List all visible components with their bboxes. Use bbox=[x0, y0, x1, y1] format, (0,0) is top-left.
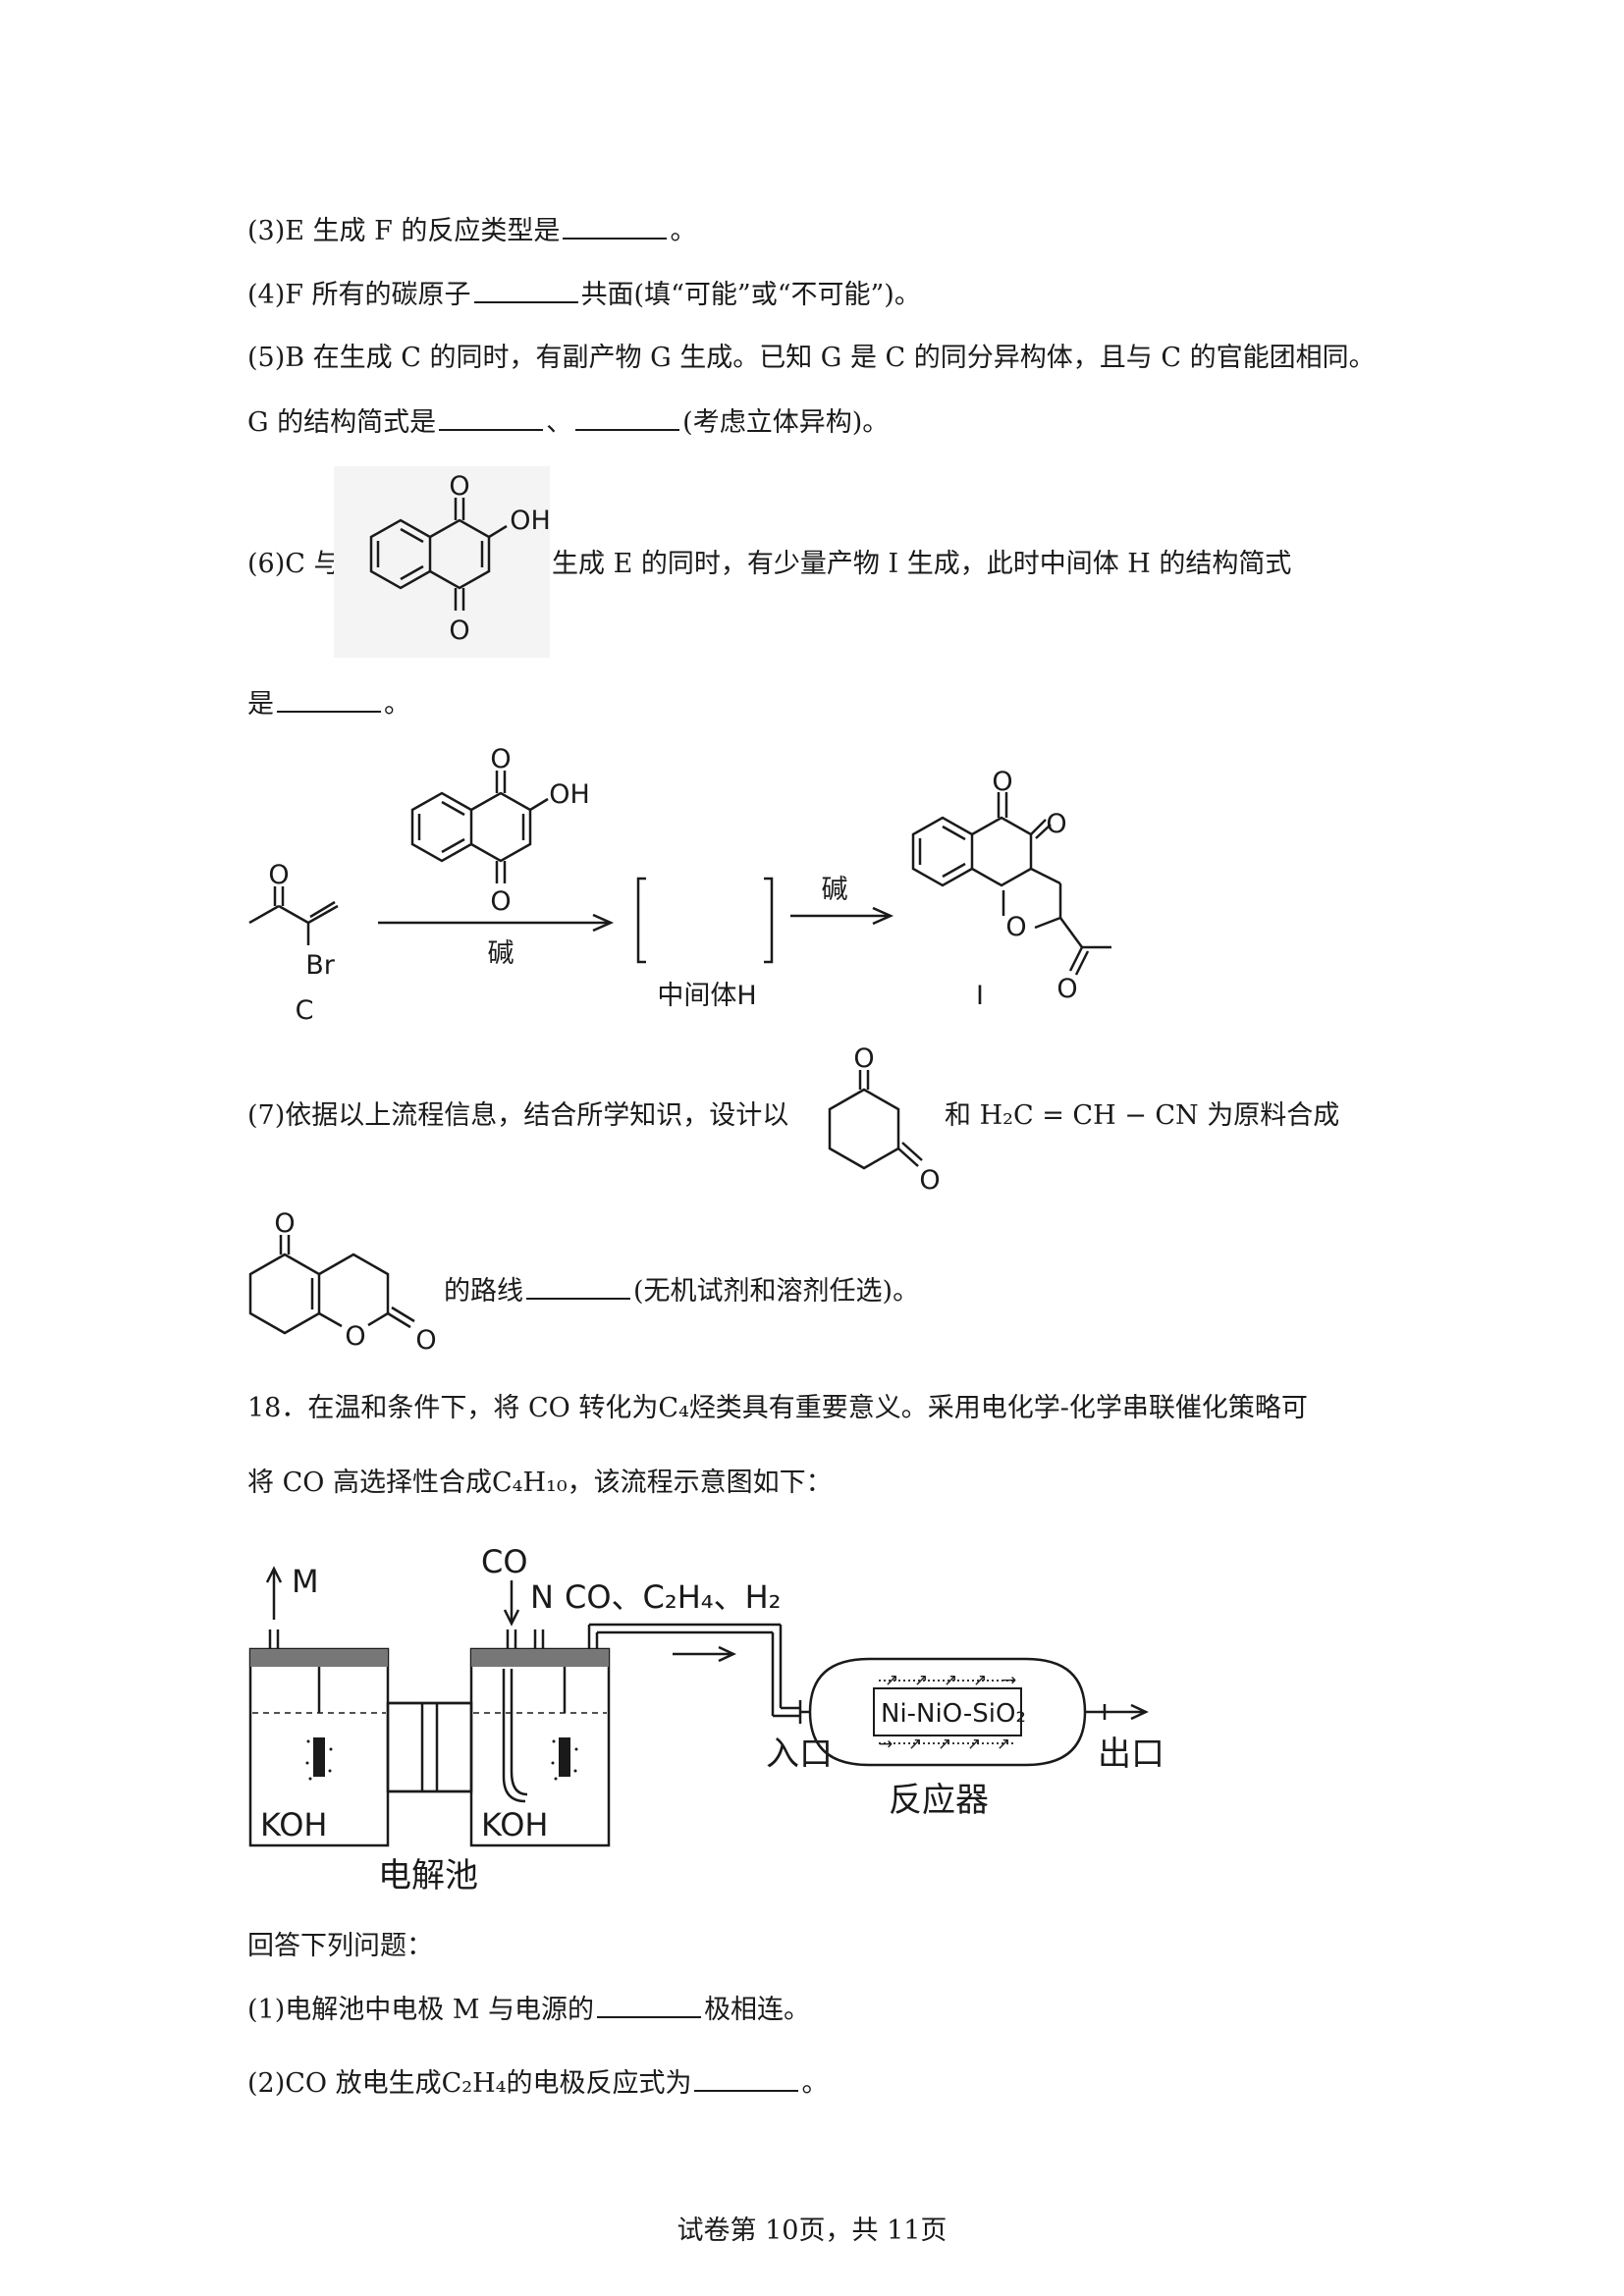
svg-text:↗: ↗ bbox=[938, 1735, 951, 1754]
answer-blank[interactable] bbox=[597, 1993, 702, 2018]
answer-blank[interactable] bbox=[473, 278, 578, 303]
oxygen-label: O bbox=[274, 1208, 295, 1239]
answer-blank[interactable] bbox=[563, 214, 668, 240]
svg-text:→: → bbox=[879, 1735, 893, 1754]
hydroxynaphthoquinone-structure: O O OH bbox=[334, 466, 550, 658]
koh-label: KOH bbox=[481, 1806, 548, 1843]
reaction-scheme: O Br C O O OH 碱 中间体H 碱 O O O O I bbox=[248, 744, 1111, 1026]
bromine-label: Br bbox=[305, 950, 336, 981]
base-label: 碱 bbox=[488, 938, 514, 969]
answer-blank[interactable] bbox=[439, 405, 544, 431]
svg-text:↗: ↗ bbox=[997, 1735, 1010, 1754]
oxygen-label: O bbox=[345, 1321, 365, 1352]
catalyst-label: Ni-NiO-SiO₂ bbox=[881, 1699, 1026, 1729]
oxygen-label: O bbox=[919, 1165, 940, 1196]
oxygen-label: O bbox=[1005, 912, 1026, 942]
page-footer: 试卷第 10页，共 11页 bbox=[677, 2216, 947, 2246]
electrode-m-label: M bbox=[292, 1563, 319, 1600]
svg-text:↗: ↗ bbox=[914, 1671, 928, 1690]
oxygen-label: O bbox=[853, 1043, 874, 1074]
electrode-cap bbox=[471, 1649, 609, 1667]
svg-text:↗: ↗ bbox=[973, 1671, 987, 1690]
question-7-prefix: (7)依据以上流程信息，结合所学知识，设计以 bbox=[247, 1100, 789, 1131]
outlet-label: 出口 bbox=[1098, 1735, 1164, 1774]
formula-c2h4: C₂H₄ bbox=[441, 2068, 507, 2099]
oxygen-label: O bbox=[490, 886, 511, 917]
oxygen-label: O bbox=[1056, 974, 1077, 1004]
compound-c-label: C bbox=[296, 995, 314, 1026]
electrolysis-reactor-diagram: ↗ ↗ ↗ ↗ → → ↗ ↗ ↗ ↗ M CO N CO、C₂H₄、H₂ KOH KOH 电解… bbox=[248, 1543, 1164, 1896]
formula-c4h10: C₄H₁₀ bbox=[491, 1468, 568, 1498]
question-3: (3)E 生成 F 的反应类型是。 bbox=[247, 214, 697, 246]
svg-text:↗: ↗ bbox=[944, 1671, 957, 1690]
svg-text:↗: ↗ bbox=[967, 1735, 981, 1754]
svg-text:→: → bbox=[1002, 1671, 1016, 1690]
electrode-n bbox=[559, 1737, 570, 1777]
electrode-n-label: N bbox=[530, 1578, 554, 1616]
answer-blank[interactable] bbox=[575, 405, 680, 431]
question-6-text: 生成 E 的同时，有少量产物 I 生成，此时中间体 H 的结构简式 bbox=[552, 549, 1292, 579]
question-18-1: (1)电解池中电极 M 与电源的极相连。 bbox=[247, 1993, 811, 2025]
oxygen-label: O bbox=[1046, 809, 1066, 839]
koh-label: KOH bbox=[260, 1806, 327, 1843]
question-18-2: (2)CO 放电生成C₂H₄的电极反应式为。 bbox=[247, 2066, 829, 2099]
target-product-structure: O O O bbox=[248, 1208, 437, 1356]
electrode-cap bbox=[250, 1649, 388, 1667]
base-label: 碱 bbox=[822, 875, 848, 905]
question-18-line1: 18．在温和条件下，将 CO 转化为C₄烃类具有重要意义。采用电化学-化学串联催… bbox=[247, 1393, 1308, 1423]
reactor-label: 反应器 bbox=[889, 1781, 989, 1820]
oxygen-label: O bbox=[490, 744, 511, 774]
gas-mixture-label: CO、C₂H₄、H₂ bbox=[565, 1578, 782, 1616]
inlet-label: 入口 bbox=[766, 1735, 833, 1774]
answer-prompt: 回答下列问题： bbox=[247, 1931, 433, 1961]
hydroxyl-label: OH bbox=[549, 779, 590, 810]
answer-blank[interactable] bbox=[526, 1274, 630, 1300]
question-6-line2: 是。 bbox=[247, 687, 410, 720]
question-5-line2: G 的结构简式是、(考虑立体异构)。 bbox=[247, 405, 890, 438]
question-4: (4)F 所有的碳原子共面(填“可能”或“不可能”)。 bbox=[247, 278, 921, 310]
question-18-line2: 将 CO 高选择性合成C₄H₁₀，该流程示意图如下： bbox=[247, 1468, 833, 1498]
electrolytic-cell-label: 电解池 bbox=[378, 1856, 478, 1896]
svg-text:↗: ↗ bbox=[885, 1671, 898, 1690]
formula-c4: C₄ bbox=[658, 1393, 689, 1423]
question-6-prefix: (6)C 与 bbox=[247, 549, 341, 579]
cyclohexanedione-structure: O O bbox=[828, 1043, 941, 1196]
oxygen-label: O bbox=[449, 615, 469, 646]
oxygen-label: O bbox=[449, 471, 469, 502]
co-inlet-label: CO bbox=[481, 1543, 528, 1580]
acrylonitrile-formula: H₂C = CH − CN bbox=[979, 1100, 1199, 1131]
oxygen-label: O bbox=[992, 767, 1012, 797]
svg-text:↗: ↗ bbox=[908, 1735, 922, 1754]
product-i-label: I bbox=[976, 981, 984, 1011]
oxygen-label: O bbox=[415, 1325, 436, 1356]
hydroxyl-label: OH bbox=[510, 506, 550, 536]
answer-blank[interactable] bbox=[277, 687, 381, 713]
oxygen-label: O bbox=[268, 860, 289, 890]
intermediate-h-label: 中间体H bbox=[657, 981, 756, 1011]
electrode-m bbox=[313, 1737, 325, 1777]
question-5-line1: (5)B 在生成 C 的同时，有副产物 G 生成。已知 G 是 C 的同分异构体… bbox=[247, 343, 1376, 373]
answer-blank[interactable] bbox=[694, 2066, 799, 2092]
question-7-line2: 的路线(无机试剂和溶剂任选)。 bbox=[444, 1274, 920, 1307]
question-7-text: 和 H₂C = CH − CN 为原料合成 bbox=[945, 1100, 1340, 1131]
